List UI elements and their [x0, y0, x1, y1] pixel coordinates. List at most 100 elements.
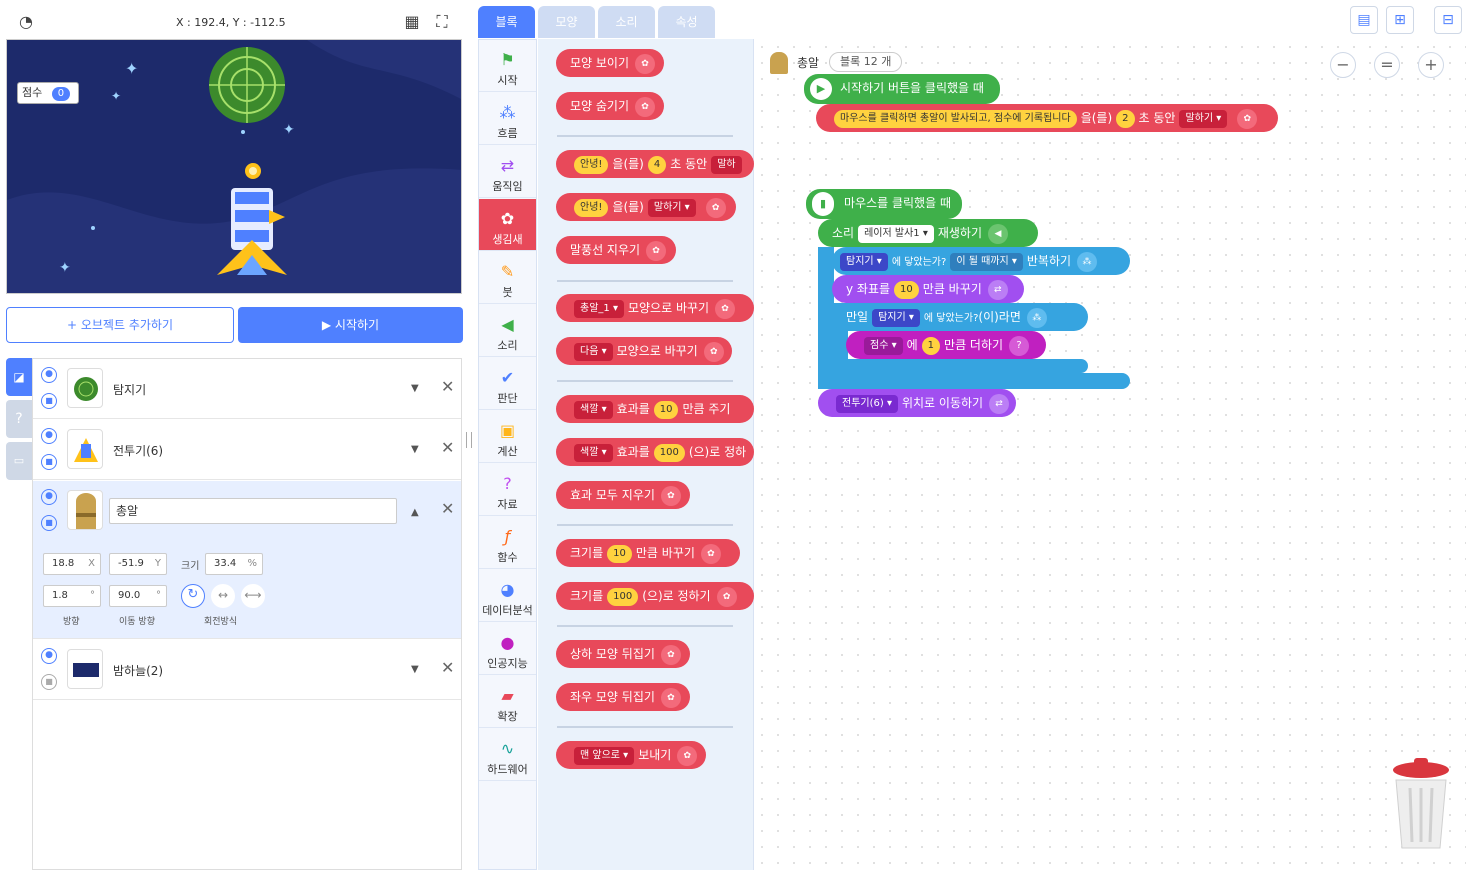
chevron-down-icon[interactable]: ▼ — [411, 664, 419, 675]
comment-icon[interactable]: ▤ — [1350, 6, 1378, 34]
chevron-down-icon[interactable]: ▼ — [411, 383, 419, 394]
chevron-down-icon[interactable]: ▼ — [411, 444, 419, 455]
close-icon[interactable]: ✕ — [441, 377, 455, 396]
direction-input[interactable]: 1.8° — [43, 585, 101, 607]
dropdown[interactable]: 총알_1 ▾ — [574, 299, 624, 318]
eye-icon[interactable]: ● — [41, 367, 57, 383]
dropdown[interactable]: 전투기(6) ▾ — [836, 394, 898, 413]
number-input[interactable]: 10 — [607, 544, 632, 563]
dropdown[interactable]: 점수 ▾ — [864, 336, 903, 355]
object-name-input[interactable]: 총알 — [109, 498, 397, 524]
show-block[interactable]: 모양 보이기✿ — [556, 49, 664, 77]
console-tab[interactable]: ▭ — [6, 442, 32, 480]
text-input[interactable]: 마우스를 클릭하면 총알이 발사되고, 점수에 기록됩니다 — [834, 109, 1077, 128]
object-row-night-sky[interactable]: ● ■ 밤하늘(2) ▼ ✕ — [33, 640, 461, 700]
repeat-until-block[interactable]: 탐지기 ▾에 닿았는가?이 될 때까지 ▾반복하기⁂ — [832, 247, 1130, 275]
category-hardware[interactable]: ∿하드웨어 — [479, 729, 536, 781]
chevron-up-icon[interactable]: ▲ — [411, 507, 419, 518]
object-row-fighter[interactable]: ● ■ 전투기(6) ▼ ✕ — [33, 420, 461, 480]
tab-shapes[interactable]: 모양 — [538, 6, 595, 38]
number-input[interactable]: 1 — [921, 336, 941, 355]
dropdown[interactable]: 이 될 때까지 ▾ — [950, 252, 1023, 271]
clear-effects-block[interactable]: 효과 모두 지우기✿ — [556, 481, 690, 509]
start-button[interactable]: ▶ 시작하기 — [238, 307, 463, 343]
flip-horizontal-block[interactable]: 좌우 모양 뒤집기✿ — [556, 683, 690, 711]
speed-gauge-icon[interactable]: ◔ — [19, 12, 33, 31]
zoom-out-button[interactable]: − — [1330, 52, 1356, 78]
panel-resize-handle[interactable] — [466, 432, 472, 448]
unlock-icon[interactable]: ■ — [41, 393, 57, 409]
rotate-free-icon[interactable]: ↻ — [181, 584, 205, 608]
category-extension[interactable]: ▰확장 — [479, 676, 536, 728]
eye-icon[interactable]: ● — [41, 428, 57, 444]
number-input[interactable]: 100 — [607, 587, 639, 606]
category-start[interactable]: ⚑시작 — [479, 40, 536, 92]
number-input[interactable]: 100 — [653, 443, 685, 462]
next-shape-block[interactable]: 다음 ▾모양으로 바꾸기✿ — [556, 337, 732, 365]
dropdown[interactable]: 맨 앞으로 ▾ — [574, 746, 635, 765]
hide-block[interactable]: 모양 숨기기✿ — [556, 92, 664, 120]
start-hat-block[interactable]: 시작하기 버튼을 클릭했을 때 — [804, 74, 1000, 104]
script-workspace[interactable] — [754, 39, 1466, 870]
change-shape-block[interactable]: 총알_1 ▾모양으로 바꾸기✿ — [556, 294, 754, 322]
number-input[interactable]: 2 — [1116, 109, 1135, 128]
help-tab[interactable]: ? — [6, 400, 32, 438]
dropdown[interactable]: 말하기 ▾ — [647, 198, 696, 217]
category-data-analysis[interactable]: ◕데이터분석 — [479, 570, 536, 622]
close-icon[interactable]: ✕ — [441, 438, 455, 457]
zoom-in-button[interactable]: + — [1418, 52, 1444, 78]
dropdown[interactable]: 탐지기 ▾ — [840, 252, 888, 271]
rotate-horizontal-icon[interactable]: ↔ — [211, 584, 235, 608]
eye-icon[interactable]: ● — [41, 489, 57, 505]
category-data[interactable]: ?자료 — [479, 464, 536, 516]
category-sound[interactable]: ◀소리 — [479, 305, 536, 357]
dropdown[interactable]: 색깔 ▾ — [574, 400, 613, 419]
text-input[interactable]: 안녕! — [574, 198, 609, 217]
add-comment-icon[interactable]: ⊞ — [1386, 6, 1414, 34]
category-brush[interactable]: ✎붓 — [479, 252, 536, 304]
close-icon[interactable]: ✕ — [441, 499, 455, 518]
rotate-none-icon[interactable]: ⟷ — [241, 584, 265, 608]
dropdown[interactable]: 레이저 발사1 ▾ — [858, 224, 934, 243]
object-tab[interactable]: ◪ — [6, 358, 32, 396]
number-input[interactable]: 4 — [647, 155, 667, 174]
unlock-icon[interactable]: ■ — [41, 454, 57, 470]
bring-to-front-block[interactable]: 맨 앞으로 ▾보내기✿ — [556, 741, 706, 769]
dropdown[interactable]: 말하 — [711, 155, 742, 174]
zoom-reset-button[interactable]: = — [1374, 52, 1400, 78]
tab-sounds[interactable]: 소리 — [598, 6, 655, 38]
grid-icon[interactable]: ▦ — [404, 12, 420, 31]
add-object-button[interactable]: + 오브젝트 추가하기 — [6, 307, 234, 343]
size-input[interactable]: 33.4% — [205, 553, 263, 575]
move-direction-input[interactable]: 90.0° — [109, 585, 167, 607]
category-looks[interactable]: ✿생김새 — [479, 199, 536, 251]
lock-icon[interactable]: ■ — [41, 674, 57, 690]
close-icon[interactable]: ✕ — [441, 658, 455, 677]
category-flow[interactable]: ⁂흐름 — [479, 93, 536, 145]
category-calc[interactable]: ▣계산 — [479, 411, 536, 463]
number-input[interactable]: 10 — [653, 400, 679, 419]
dropdown[interactable]: 말하기 ▾ — [1179, 109, 1228, 128]
flip-vertical-block[interactable]: 상하 모양 뒤집기✿ — [556, 640, 690, 668]
eye-icon[interactable]: ● — [41, 648, 57, 664]
move-to-object-block[interactable]: 전투기(6) ▾위치로 이동하기⇄ — [818, 389, 1016, 417]
category-judge[interactable]: ✔판단 — [479, 358, 536, 410]
backpack-icon[interactable]: ⊟ — [1434, 6, 1462, 34]
category-movement[interactable]: ⇄움직임 — [479, 146, 536, 198]
fullscreen-icon[interactable]: ⛶ — [436, 12, 448, 31]
text-input[interactable]: 안녕! — [574, 155, 609, 174]
dropdown[interactable]: 탐지기 ▾ — [872, 308, 920, 327]
unlock-icon[interactable]: ■ — [41, 515, 57, 531]
